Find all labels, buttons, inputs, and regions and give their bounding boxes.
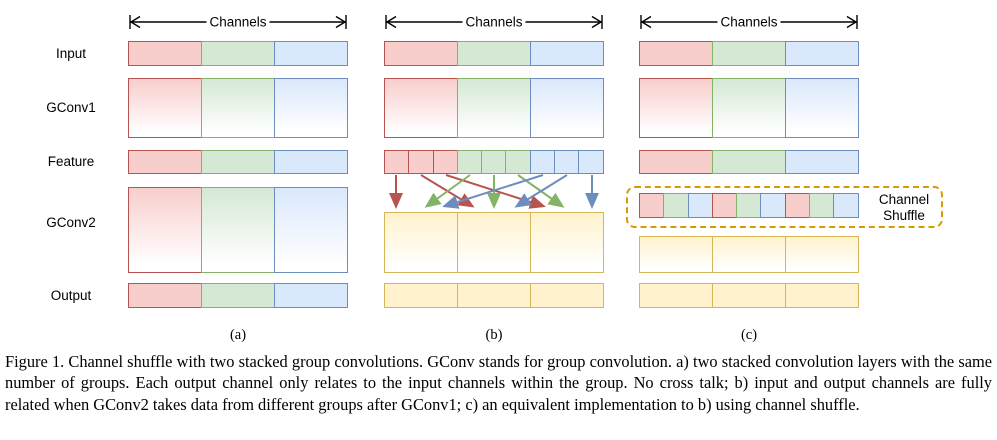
gconv2-segment xyxy=(784,236,859,273)
gconv2-block xyxy=(639,236,859,273)
shuffled-cell-blue xyxy=(760,193,787,218)
channel-segment-red xyxy=(639,41,714,66)
channel-shuffle-box: Channel Shuffle xyxy=(626,186,943,228)
shuffled-cell-blue xyxy=(833,193,860,218)
shuffled-cell-green xyxy=(663,193,690,218)
channel-segment-green xyxy=(711,41,787,66)
input-row xyxy=(384,41,604,66)
channel-segment-red xyxy=(128,41,203,66)
feature-cell-green xyxy=(481,150,507,174)
channel-segment-red xyxy=(639,150,714,174)
panel-c: Channels Channel Shuffle xyxy=(626,0,943,348)
channels-axis: Channels xyxy=(128,13,348,31)
gconv1-block xyxy=(128,78,348,138)
gconv2-block xyxy=(128,187,348,273)
channel-segment-blue xyxy=(529,78,604,138)
gconv1-block xyxy=(384,78,604,138)
feature-row xyxy=(639,150,859,174)
channel-segment-blue xyxy=(273,78,348,138)
channel-segment-red xyxy=(128,150,203,174)
input-row xyxy=(128,41,348,66)
output-segment xyxy=(529,283,604,308)
output-segment xyxy=(456,283,532,308)
shuffled-cell-red xyxy=(784,193,811,218)
gconv2-segment xyxy=(529,212,604,273)
output-row xyxy=(128,283,348,308)
row-label-feature: Feature xyxy=(47,154,95,169)
output-segment xyxy=(384,283,459,308)
row-label-output: Output xyxy=(50,288,92,303)
gconv1-block xyxy=(639,78,859,138)
channel-segment-blue xyxy=(273,283,348,308)
shuffled-cell-green xyxy=(736,193,762,218)
channel-segment-blue xyxy=(784,41,859,66)
channel-shuffle-label: Channel Shuffle xyxy=(865,192,943,224)
gconv2-segment xyxy=(456,212,532,273)
gconv2-segment xyxy=(711,236,787,273)
channel-segment-blue xyxy=(273,150,348,174)
channel-segment-red xyxy=(384,41,459,66)
channel-segment-green xyxy=(200,41,276,66)
channel-segment-green xyxy=(456,41,532,66)
channels-axis-label: Channels xyxy=(206,14,270,30)
channel-segment-blue xyxy=(529,41,604,66)
feature-cell-green xyxy=(505,150,532,174)
row-label-gconv1: GConv1 xyxy=(46,100,96,115)
panel-label-a: (a) xyxy=(229,327,247,343)
feature-cell-blue xyxy=(578,150,605,174)
channel-segment-red xyxy=(128,78,203,138)
feature-cells-row xyxy=(384,150,605,174)
panel-b: Channels xyxy=(384,0,605,348)
cross-group-arrows-icon xyxy=(384,174,604,214)
feature-cell-blue xyxy=(529,150,556,174)
output-row xyxy=(639,283,859,308)
channel-segment-red xyxy=(128,187,203,273)
panel-label-c: (c) xyxy=(740,327,758,343)
channel-segment-blue xyxy=(784,150,859,174)
gconv2-block xyxy=(384,212,604,273)
channels-axis: Channels xyxy=(639,13,859,31)
feature-row xyxy=(128,150,348,174)
feature-cell-blue xyxy=(553,150,580,174)
feature-cell-red xyxy=(432,150,459,174)
channels-axis-label: Channels xyxy=(717,14,781,30)
feature-cell-red xyxy=(408,150,435,174)
channel-segment-green xyxy=(711,150,787,174)
channel-segment-green xyxy=(200,187,276,273)
channel-segment-red xyxy=(128,283,203,308)
panel-a: Channels (a) xyxy=(128,0,348,348)
row-label-input: Input xyxy=(55,46,87,61)
shuffled-cell-blue xyxy=(687,193,714,218)
channel-segment-red xyxy=(384,78,459,138)
row-label-gconv2: GConv2 xyxy=(46,215,96,230)
channel-segment-blue xyxy=(273,41,348,66)
output-row xyxy=(384,283,604,308)
channel-shuffle-label-line1: Channel xyxy=(878,192,930,207)
channels-axis-label: Channels xyxy=(462,14,526,30)
channel-segment-green xyxy=(200,78,276,138)
shuffled-cell-red xyxy=(639,193,665,218)
panel-label-b: (b) xyxy=(485,327,503,343)
channel-segment-green xyxy=(200,150,276,174)
channel-segment-red xyxy=(639,78,714,138)
figure-caption: Figure 1. Channel shuffle with two stack… xyxy=(5,352,992,414)
gconv2-segment xyxy=(639,236,714,273)
output-segment xyxy=(711,283,787,308)
output-segment xyxy=(784,283,859,308)
feature-cell-red xyxy=(384,150,410,174)
channel-segment-blue xyxy=(784,78,859,138)
shuffled-cell-green xyxy=(808,193,835,218)
shuffled-cells-row xyxy=(639,193,860,218)
shuffled-cell-red xyxy=(711,193,738,218)
channel-segment-green xyxy=(456,78,532,138)
channel-segment-green xyxy=(200,283,276,308)
channel-segment-green xyxy=(711,78,787,138)
feature-cell-green xyxy=(456,150,483,174)
channels-axis: Channels xyxy=(384,13,604,31)
channel-segment-blue xyxy=(273,187,348,273)
gconv2-segment xyxy=(384,212,459,273)
output-segment xyxy=(639,283,714,308)
input-row xyxy=(639,41,859,66)
channel-shuffle-label-line2: Shuffle xyxy=(883,208,925,223)
